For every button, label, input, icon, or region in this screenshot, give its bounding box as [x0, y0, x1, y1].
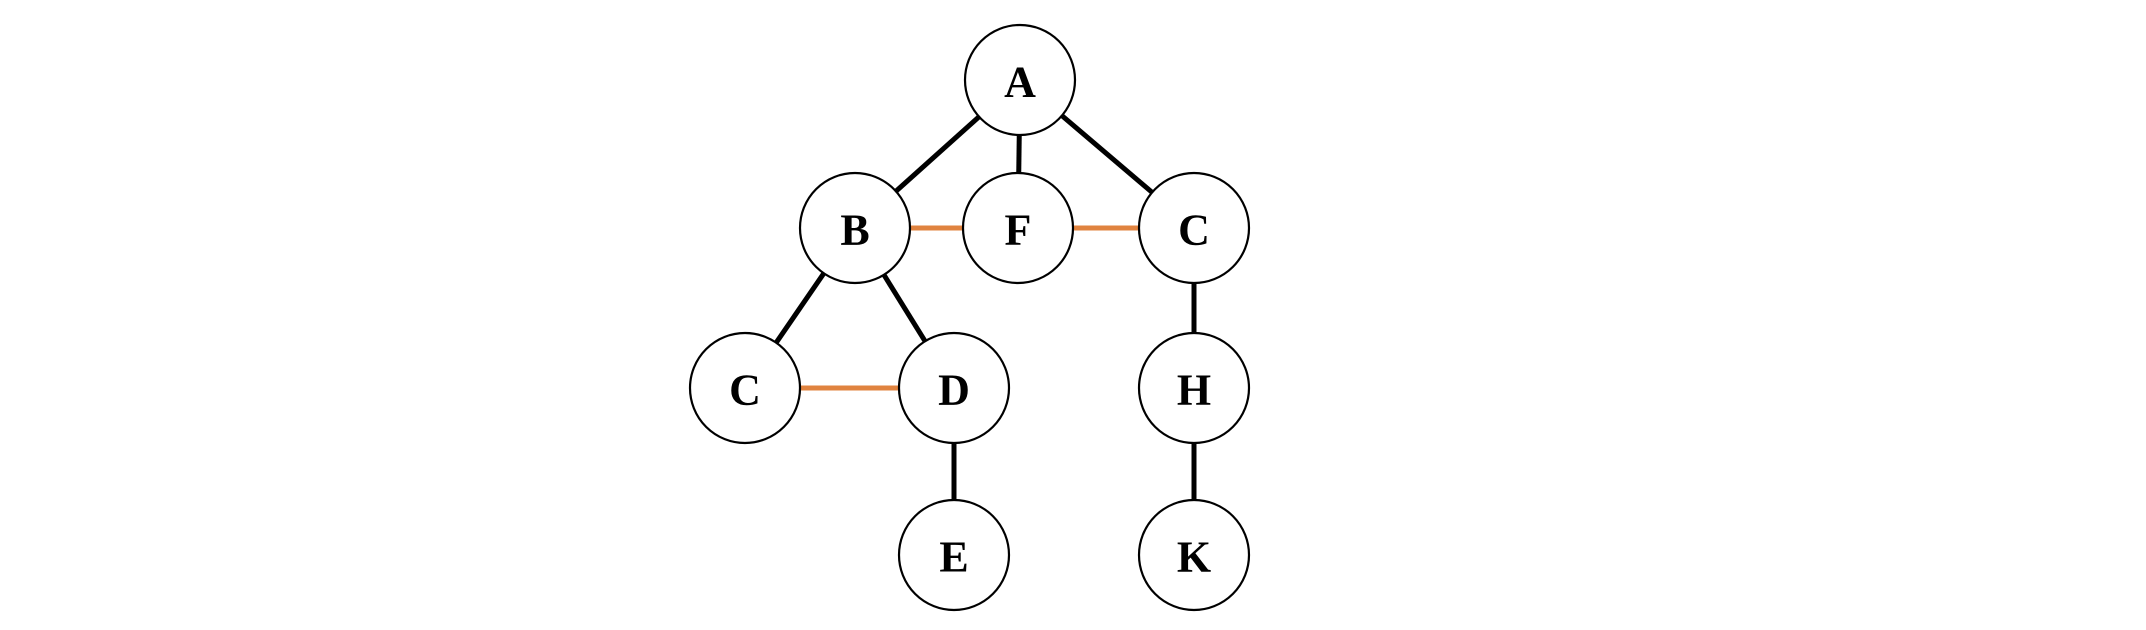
- node-circle-n3[interactable]: [961, 171, 1075, 285]
- node-circle-n1[interactable]: [963, 23, 1077, 137]
- node-label-n9: K: [1177, 533, 1211, 582]
- graph-edge-B-D: [881, 273, 928, 343]
- graph-edge-A-B: [894, 114, 981, 194]
- node-circle-n2[interactable]: [798, 171, 912, 285]
- node-label-n7: H: [1177, 366, 1211, 415]
- graph-node-n1[interactable]: A: [963, 23, 1077, 137]
- node-label-n2: B: [840, 206, 869, 255]
- graph-node-n3[interactable]: F: [961, 171, 1075, 285]
- node-label-n4: C: [1178, 206, 1210, 255]
- graph-edge-A-F: [1016, 134, 1022, 174]
- graph-node-n6[interactable]: D: [897, 331, 1011, 445]
- node-circle-n6[interactable]: [897, 331, 1011, 445]
- node-layer: A B F C C D H E K: [688, 23, 1251, 612]
- node-label-n3: F: [1005, 206, 1032, 255]
- node-label-n8: E: [939, 533, 968, 582]
- node-label-n5: C: [729, 366, 761, 415]
- graph-edge-B-C: [774, 271, 826, 345]
- graph-node-n9[interactable]: K: [1137, 498, 1251, 612]
- graph-edge-A-C: [1060, 113, 1154, 195]
- edge-layer: [774, 113, 1197, 500]
- graph-node-n8[interactable]: E: [897, 498, 1011, 612]
- node-label-n6: D: [938, 366, 970, 415]
- node-circle-n7[interactable]: [1137, 331, 1251, 445]
- graph-node-n7[interactable]: H: [1137, 331, 1251, 445]
- node-circle-n5[interactable]: [688, 331, 802, 445]
- graph-node-n2[interactable]: B: [798, 171, 912, 285]
- graph-node-n5[interactable]: C: [688, 331, 802, 445]
- node-circle-n8[interactable]: [897, 498, 1011, 612]
- node-circle-n9[interactable]: [1137, 498, 1251, 612]
- graph-node-n4[interactable]: C: [1137, 171, 1251, 285]
- node-circle-n4[interactable]: [1137, 171, 1251, 285]
- node-label-n1: A: [1004, 58, 1036, 107]
